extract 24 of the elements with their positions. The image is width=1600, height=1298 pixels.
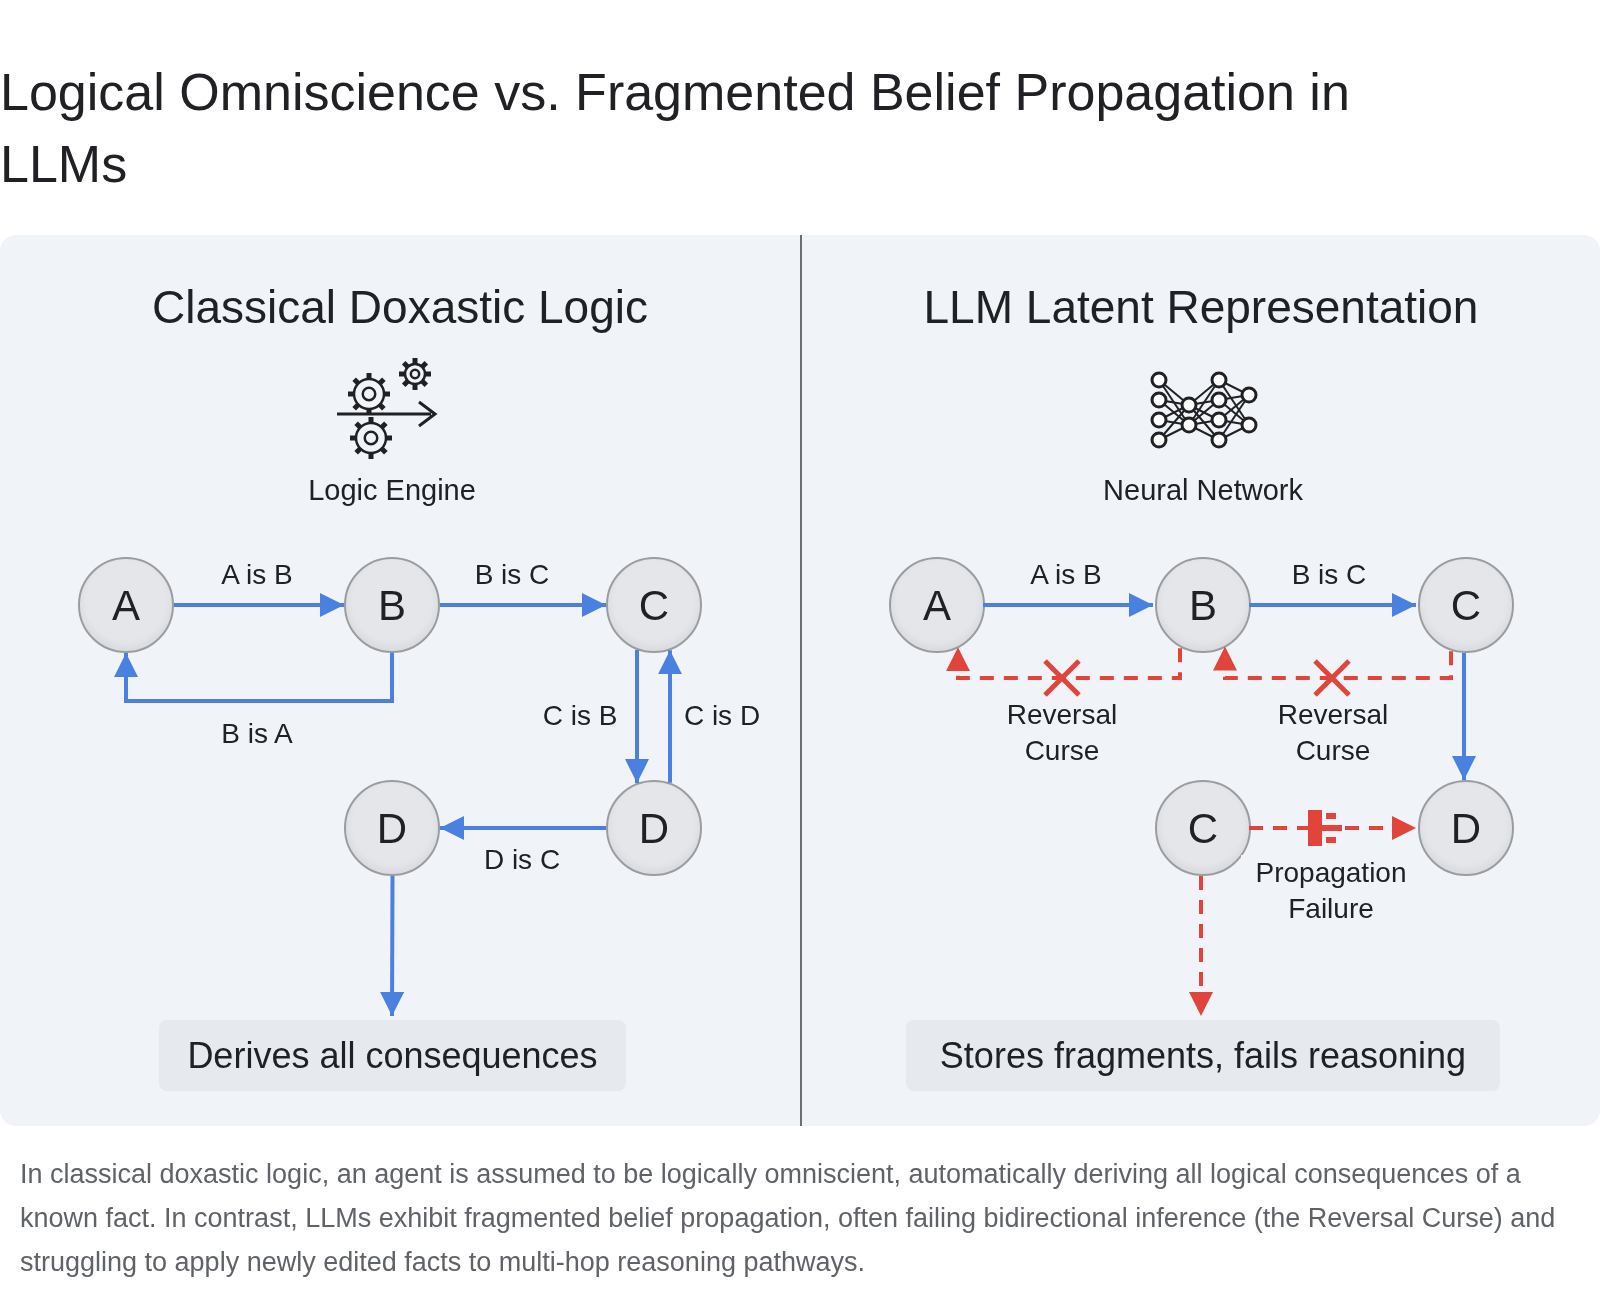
result-box: Derives all consequences bbox=[159, 1020, 626, 1091]
title: Logical Omniscience vs. Fragmented Belief Propagation in LLMs bbox=[0, 62, 1351, 195]
arrow bbox=[1189, 876, 1213, 1016]
arrow bbox=[114, 653, 394, 703]
icon-caption: Logic Engine bbox=[308, 473, 476, 509]
caption: In classical doxastic logic, an agent is assumed to be logically omniscient, automatically deriving all logical consequences of a known fact. In contrast, LLMs exhibit fragmented belief propagation, often failing bidirectional inference (the Reversal Curse) and struggling to apply newly edited facts to multi-hop reasoning pathways. bbox=[20, 1158, 1557, 1279]
arrow bbox=[380, 876, 405, 1016]
arrow bbox=[983, 593, 1153, 617]
result-box: Stores fragments, fails reasoning bbox=[906, 1020, 1500, 1091]
panel bbox=[800, 235, 1600, 1126]
panel-heading: LLM Latent Representation bbox=[922, 280, 1480, 335]
arrow bbox=[1213, 646, 1453, 680]
arrow bbox=[440, 593, 606, 617]
panel bbox=[0, 235, 800, 1126]
arrow bbox=[1452, 653, 1476, 780]
arrow bbox=[174, 593, 344, 617]
arrow bbox=[658, 650, 682, 783]
arrow bbox=[440, 816, 606, 840]
icon-caption: Neural Network bbox=[1103, 473, 1303, 509]
arrow bbox=[625, 649, 649, 784]
arrow bbox=[1249, 593, 1416, 617]
arrow bbox=[1249, 816, 1416, 840]
arrow bbox=[946, 647, 1182, 680]
panel-heading: Classical Doxastic Logic bbox=[151, 280, 649, 335]
